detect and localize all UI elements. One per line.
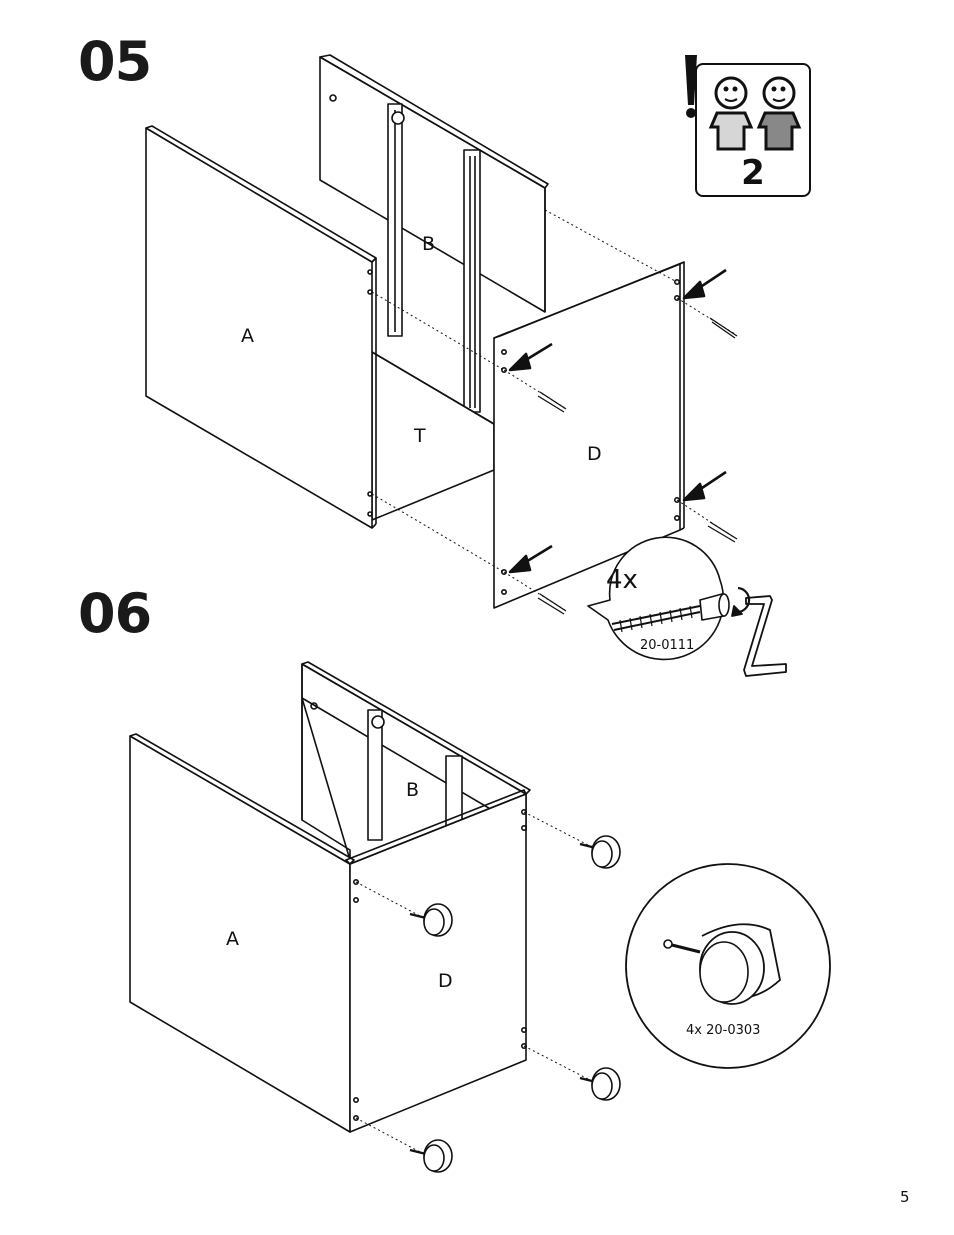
label-a: A	[241, 325, 254, 347]
step-05-illustration: A B T D 4x 20-0111	[146, 55, 786, 676]
caster-detail-callout: 4x 20-0303	[626, 864, 830, 1068]
detail-part-code: 20-0111	[640, 638, 694, 653]
detail-quantity: 4x	[606, 565, 638, 595]
panel-d	[346, 790, 526, 1132]
arrow-icon	[684, 472, 726, 500]
label-t: T	[413, 425, 426, 447]
screw-detail-callout: 4x 20-0111	[588, 537, 786, 676]
screw-icon	[708, 522, 737, 542]
label-d: D	[438, 970, 453, 992]
label-b: B	[406, 779, 419, 801]
screw-icon	[710, 318, 737, 338]
screw-icon	[538, 594, 566, 614]
arrow-icon	[684, 270, 726, 298]
page-number: 5	[900, 1188, 910, 1206]
caster-wheel-icon	[580, 1068, 620, 1100]
caster-wheel-icon	[410, 1140, 452, 1172]
label-d: D	[587, 443, 602, 465]
caster-wheel-icon	[580, 836, 620, 868]
label-a: A	[226, 928, 239, 950]
hex-key-icon	[732, 588, 786, 676]
step-06-illustration: A B D 4x 20-0303	[130, 662, 830, 1172]
caster-detail-caption: 4x 20-0303	[686, 1023, 760, 1038]
label-b: B	[422, 233, 435, 255]
